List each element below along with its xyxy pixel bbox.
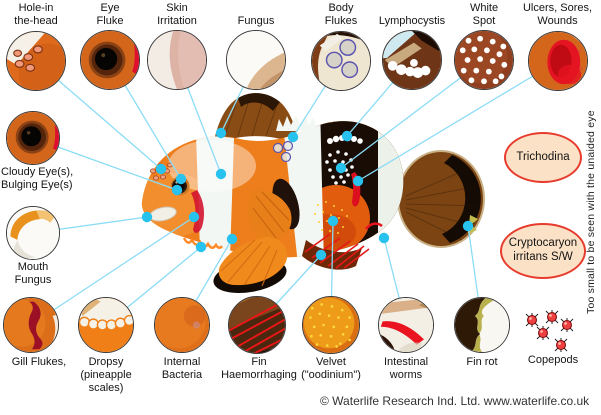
- white-spot-dots: [325, 150, 354, 185]
- copyright-text: © Waterlife Research Ind. Ltd. www.water…: [320, 394, 590, 408]
- pectoral-fin: [247, 178, 300, 242]
- label-mouth-fungus: Mouth Fungus: [14, 261, 52, 286]
- pelvic-fin: [213, 236, 288, 294]
- disease-circle-cloudy-eye: [6, 111, 60, 165]
- trichodina-label: Trichodina: [516, 150, 570, 163]
- copepod-icon: [554, 338, 568, 352]
- marker-dot: [175, 173, 187, 185]
- label-gill-flukes: Gill Flukes,: [11, 356, 67, 368]
- marker-dot: [341, 130, 353, 142]
- marker-dot: [378, 232, 390, 244]
- disease-circle-eye-fluke: [80, 30, 140, 90]
- disease-circle-fin-haemorrhaging: [228, 296, 286, 354]
- label-copepods: Copepods: [527, 354, 579, 366]
- disease-circle-mouth-fungus: [6, 206, 60, 260]
- marker-dot: [352, 175, 364, 187]
- marker-dot: [171, 184, 183, 196]
- marker-dot: [195, 241, 207, 253]
- label-intestinal-worms: Intestinal worms: [383, 356, 429, 381]
- marker-dot: [462, 220, 474, 232]
- body-flukes-rings: [272, 140, 294, 163]
- marker-dot: [226, 233, 238, 245]
- intestinal-worm: [365, 222, 383, 230]
- label-fin-rot: Fin rot: [466, 356, 498, 368]
- marker-dot: [287, 131, 299, 143]
- label-velvet: Velvet ("oodinium"): [301, 356, 361, 381]
- trichodina-oval: Trichodina: [504, 132, 582, 183]
- disease-circle-body-flukes: [311, 31, 371, 91]
- gill-mark: [191, 190, 205, 233]
- disease-circle-skin-irritation: [147, 30, 207, 90]
- label-fin-haemorrhaging: Fin Haemorrhaging: [221, 356, 297, 381]
- label-eye-fluke: Eye Fluke: [96, 2, 124, 27]
- disease-circle-dropsy: [78, 297, 134, 353]
- disease-marker-dots: [141, 127, 474, 261]
- marker-dot: [327, 215, 339, 227]
- skin-sheen: [168, 140, 256, 192]
- copepod-icon: [536, 326, 550, 340]
- disease-circle-velvet: [302, 296, 360, 354]
- disease-circle-gill-flukes: [3, 297, 59, 353]
- label-white-spot: White Spot: [469, 2, 499, 27]
- copepods-icons: [525, 310, 574, 352]
- marker-dot: [141, 211, 153, 223]
- copepod-icon: [560, 318, 574, 332]
- marker-dot: [155, 163, 167, 175]
- marker-dot: [315, 249, 327, 261]
- marker-dot: [188, 211, 200, 223]
- tail-fin: [397, 150, 485, 248]
- disease-circle-white-spot: [454, 30, 514, 90]
- label-skin-irritation: Skin Irritation: [157, 2, 197, 27]
- label-ulcers: Ulcers, Sores, Wounds: [522, 2, 593, 27]
- disease-circle-lymphocystis: [382, 30, 442, 90]
- label-lymphocystis: Lymphocystis: [378, 15, 446, 27]
- disease-circle-fin-rot: [454, 297, 510, 353]
- label-body-flukes: Body Flukes: [324, 2, 358, 27]
- copepod-icon: [525, 313, 539, 327]
- disease-circle-hole-in-head: [6, 31, 66, 91]
- label-fungus: Fungus: [237, 15, 275, 27]
- copepod-icon: [545, 310, 559, 324]
- disease-circle-internal-bacteria: [154, 297, 210, 353]
- side-note: Too small to be seen with the unaided ey…: [585, 110, 597, 314]
- dorsal-fin: [214, 93, 297, 143]
- marker-dot: [215, 168, 227, 180]
- disease-circle-fungus: [226, 30, 286, 90]
- marker-dot: [215, 127, 227, 139]
- label-hole-in-head: Hole-in the-head: [14, 2, 58, 27]
- disease-circle-ulcers: [528, 31, 588, 91]
- cryptocaryon-oval: Cryptocaryon irritans S/W: [500, 223, 586, 279]
- label-internal-bacteria: Internal Bacteria: [161, 356, 203, 381]
- marker-dot: [335, 162, 347, 174]
- cryptocaryon-label: Cryptocaryon irritans S/W: [508, 237, 578, 263]
- label-dropsy: Dropsy (pineapple scales): [80, 356, 132, 394]
- label-cloudy-eye: Cloudy Eye(s), Bulging Eye(s): [1, 166, 74, 191]
- disease-circle-intestinal-worms: [378, 297, 434, 353]
- haemorrhage-streaks: [304, 233, 370, 269]
- fungus-growth: [276, 115, 318, 131]
